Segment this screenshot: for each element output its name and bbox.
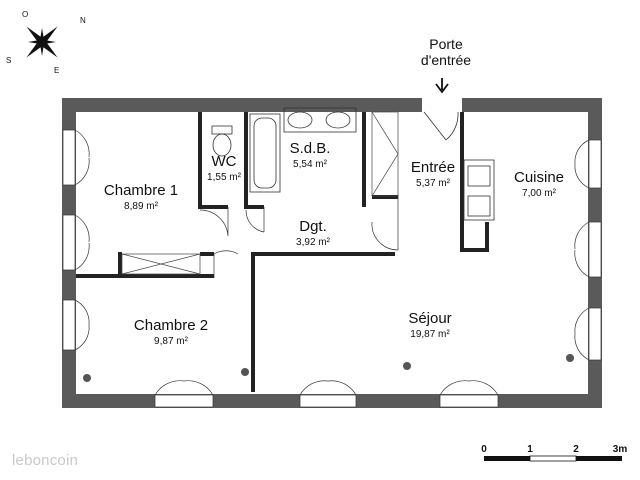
compass-rose-icon [26,26,58,58]
interior-doors [199,195,399,278]
room-name: Cuisine [513,169,565,186]
closets [121,111,399,275]
room-name: Chambre 2 [133,317,209,334]
room-sdb: S.d.B. 5,54 m² [290,141,331,170]
room-area: 7,00 m² [522,188,556,199]
watermark-logo: leboncoin [12,452,79,469]
room-name: S.d.B. [289,140,331,157]
entrance-gap [422,98,462,112]
room-entree: Entrée 5,37 m² [411,160,455,189]
room-name: Chambre 1 [103,182,179,199]
compass-east: E [54,66,60,75]
room-area: 1,55 m² [207,172,241,183]
kitchen-counter [463,159,495,221]
room-area: 19,87 m² [410,329,450,340]
bathtub [249,113,281,193]
compass-west: O [22,10,29,19]
room-area: 3,92 m² [296,237,330,248]
double-sink [283,107,357,133]
scale-label-0: 0 [481,444,487,455]
entrance-label: Porte d'entrée [421,36,471,68]
scale-label-3: 3m [612,444,628,455]
compass-north: N [80,16,86,25]
interior-walls [76,112,489,392]
room-name: Dgt. [299,218,327,235]
windows [62,129,602,408]
room-area: 5,54 m² [293,159,327,170]
room-dgt: Dgt. 3,92 m² [296,219,330,248]
scale-label-1: 1 [527,444,533,455]
room-wc: WC 1,55 m² [207,154,241,183]
entrance-label-line2: d'entrée [420,52,472,69]
compass-south: S [6,56,12,65]
entrance-label-line1: Porte [429,36,463,52]
arrow-down-icon [435,78,449,94]
entrance-door [423,111,459,141]
scale-bar [484,455,622,462]
room-chambre-1: Chambre 1 8,89 m² [104,183,178,212]
room-area: 9,87 m² [154,336,188,347]
scale-label-2: 2 [573,444,579,455]
room-cuisine: Cuisine 7,00 m² [514,170,564,199]
room-area: 8,89 m² [124,201,158,212]
room-sejour: Séjour 19,87 m² [408,311,451,340]
heating-points [83,354,574,382]
room-area: 5,37 m² [416,178,450,189]
window-sashes [74,129,590,396]
room-name: WC [211,153,237,170]
room-chambre-2: Chambre 2 9,87 m² [134,318,208,347]
toilet [211,125,233,157]
room-name: Entrée [410,159,456,176]
room-name: Séjour [408,310,452,327]
